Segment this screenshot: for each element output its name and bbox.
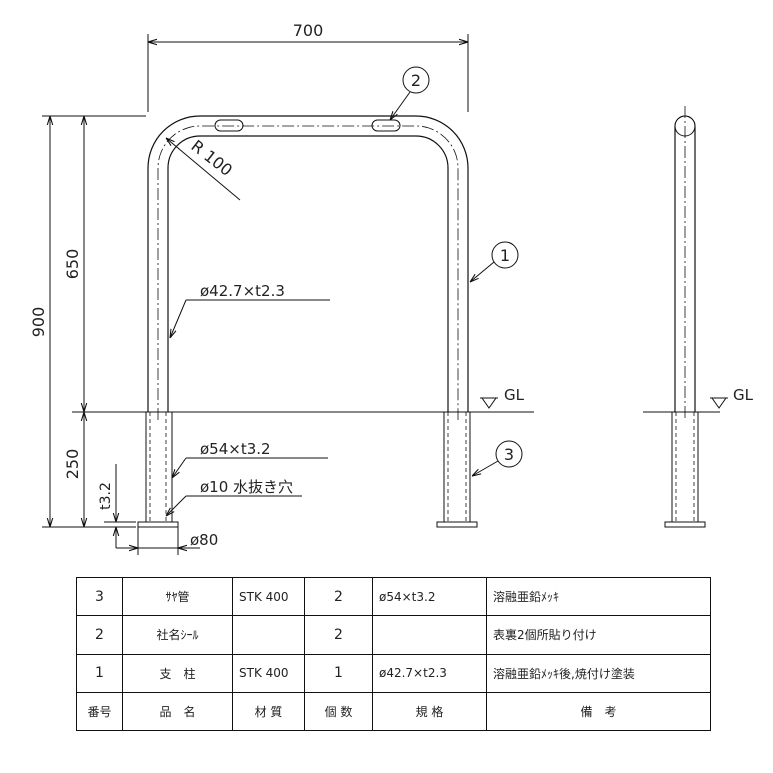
parts-table: 3 ｻﾔ管 STK 400 2 ø54×t3.2 溶融亜鉛ﾒｯｷ 2 社名ｼｰﾙ…: [76, 576, 711, 732]
cell-spec: ø42.7×t2.3: [372, 653, 487, 693]
plate-diameter-label: ø80: [190, 531, 218, 549]
header-qty: 個 数: [304, 691, 373, 732]
header-material: 材 質: [232, 691, 305, 732]
callout-3-number: 3: [504, 445, 514, 464]
post-pipe-leader: [170, 299, 330, 338]
table-row: 2 社名ｼｰﾙ 2 表裏2個所貼り付け: [76, 615, 711, 655]
cell-note: 表裏2個所貼り付け: [486, 615, 711, 655]
callout-3: [472, 440, 523, 476]
sleeve-left: [137, 412, 179, 528]
sleeve-pipe-leader: [172, 457, 328, 478]
cell-material: [232, 615, 305, 655]
cell-material: STK 400: [232, 653, 305, 693]
name-seal-parts: [214, 119, 401, 132]
cell-spec: [372, 615, 487, 655]
header-spec: 規 格: [372, 691, 487, 732]
table-header-row: 番号 品 名 材 質 個 数 規 格 備 考: [76, 691, 711, 732]
cell-no: 3: [76, 576, 123, 617]
plate-thickness-label: t3.2: [98, 482, 114, 510]
post-pipe-spec: ø42.7×t2.3: [200, 282, 285, 300]
gl-label-side: GL: [733, 386, 754, 404]
dim-width: [147, 34, 469, 112]
sleeve-pipe-spec: ø54×t3.2: [200, 440, 271, 458]
gl-marker-front: [480, 397, 498, 409]
dim-plate-diameter: [116, 527, 200, 555]
front-view-post: [147, 115, 469, 420]
cell-name: 支 柱: [122, 653, 233, 693]
callout-2: [390, 66, 430, 120]
header-name: 品 名: [122, 691, 233, 732]
callout-2-number: 2: [411, 71, 421, 90]
cell-no: 1: [76, 653, 123, 693]
drain-hole-spec: ø10 水抜き穴: [200, 478, 293, 496]
sleeve-right: [436, 412, 478, 528]
cell-note: 溶融亜鉛ﾒｯｷ: [486, 576, 711, 617]
table-row: 1 支 柱 STK 400 1 ø42.7×t2.3 溶融亜鉛ﾒｯｷ後,焼付け塗…: [76, 653, 711, 693]
cell-qty: 2: [304, 615, 373, 655]
cell-qty: 2: [304, 576, 373, 617]
dim-width-label: 700: [293, 21, 324, 40]
dim-height-total: 900: [29, 307, 48, 338]
technical-drawing: GL GL 700: [29, 21, 754, 555]
header-note: 備 考: [486, 691, 711, 732]
cell-name: ｻﾔ管: [122, 576, 233, 617]
drain-hole-leader: [166, 495, 302, 516]
callout-1-number: 1: [500, 246, 510, 265]
radius-leader: [166, 138, 241, 201]
cell-spec: ø54×t3.2: [372, 576, 487, 617]
cell-name: 社名ｼｰﾙ: [122, 615, 233, 655]
dim-radius: R 100: [188, 136, 237, 180]
table-row: 3 ｻﾔ管 STK 400 2 ø54×t3.2 溶融亜鉛ﾒｯｷ: [76, 576, 711, 617]
dim-heights: [42, 115, 146, 528]
header-no: 番号: [76, 691, 123, 732]
gl-label-front: GL: [504, 386, 525, 404]
callout-1: [470, 241, 519, 282]
side-view-post: [643, 106, 728, 528]
dim-height-above: 650: [63, 249, 82, 280]
cell-qty: 1: [304, 653, 373, 693]
cell-material: STK 400: [232, 576, 305, 617]
dim-plate-thickness: [104, 464, 136, 548]
cell-no: 2: [76, 615, 123, 655]
dim-height-below: 250: [63, 449, 82, 480]
cell-note: 溶融亜鉛ﾒｯｷ後,焼付け塗装: [486, 653, 711, 693]
